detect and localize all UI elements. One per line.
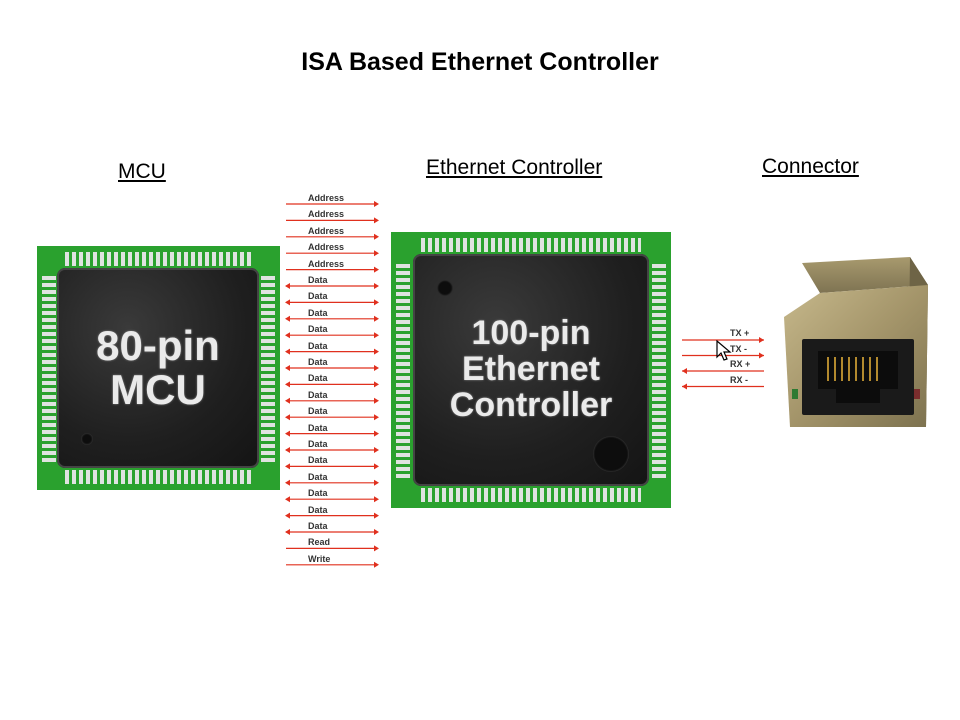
rj45-connector-image bbox=[784, 257, 928, 427]
arrowhead-right-icon bbox=[374, 430, 379, 437]
isa-signal-label: Write bbox=[308, 553, 331, 564]
eth-mold-mark bbox=[593, 436, 629, 472]
arrowhead-left-icon bbox=[285, 332, 290, 339]
arrowhead-right-icon bbox=[374, 217, 379, 224]
connector-signal-label: RX + bbox=[730, 359, 751, 369]
arrowhead-right-icon bbox=[374, 299, 379, 306]
mcu-chip-line1: 80-pin bbox=[96, 321, 220, 369]
arrowhead-right-icon bbox=[374, 365, 379, 371]
arrowhead-left-icon bbox=[285, 283, 290, 289]
arrowhead-right-icon bbox=[374, 315, 379, 322]
mcu-chip-line2: MCU bbox=[110, 366, 206, 413]
connector-signal-label: TX + bbox=[730, 328, 750, 338]
arrowhead-right-icon bbox=[374, 463, 379, 470]
arrowhead-right-icon bbox=[374, 250, 379, 257]
isa-signal-label: Data bbox=[308, 373, 328, 384]
arrowhead-right-icon bbox=[374, 529, 379, 535]
isa-bus-arrows bbox=[285, 201, 379, 568]
mouse-cursor-icon bbox=[716, 340, 732, 361]
arrowhead-left-icon bbox=[285, 479, 290, 486]
eth-left-pins bbox=[396, 264, 410, 478]
arrowhead-right-icon bbox=[374, 201, 379, 207]
isa-signal-label: Data bbox=[308, 324, 328, 335]
arrowhead-left-icon bbox=[285, 447, 290, 453]
isa-signal-label: Data bbox=[308, 455, 328, 466]
isa-signal-label: Data bbox=[308, 521, 328, 531]
arrowhead-left-icon bbox=[285, 381, 290, 388]
mcu-label: MCU bbox=[118, 160, 166, 183]
isa-signal-label: Data bbox=[308, 357, 328, 367]
isa-signal-label: Data bbox=[308, 471, 328, 482]
isa-signal-label: Address bbox=[308, 209, 345, 220]
arrowhead-right-icon bbox=[759, 352, 764, 359]
arrowhead-right-icon bbox=[374, 348, 379, 355]
isa-signal-label: Data bbox=[308, 275, 328, 285]
mcu-pin1-dot bbox=[81, 433, 93, 445]
isa-signal-label: Data bbox=[308, 422, 328, 433]
isa-signal-label: Address bbox=[308, 242, 345, 253]
eth-chip-line2: Ethernet bbox=[462, 350, 600, 389]
connector-label: Connector bbox=[762, 155, 859, 178]
arrowhead-right-icon bbox=[374, 266, 379, 273]
arrowhead-right-icon bbox=[374, 381, 379, 388]
connector-signal-label: RX - bbox=[730, 374, 748, 385]
isa-signal-label: Data bbox=[308, 307, 328, 318]
ethernet-controller-chip-image: 100-pin Ethernet Controller bbox=[391, 232, 671, 508]
isa-signal-label: Data bbox=[308, 488, 328, 499]
eth-pin1-dot bbox=[437, 280, 453, 296]
arrowhead-right-icon bbox=[374, 545, 379, 552]
isa-signal-label: Data bbox=[308, 504, 328, 515]
arrowhead-left-icon bbox=[682, 383, 687, 390]
eth-top-pins bbox=[421, 238, 641, 252]
arrowhead-right-icon bbox=[374, 283, 379, 289]
arrowhead-left-icon bbox=[285, 512, 290, 519]
mcu-right-pins bbox=[261, 276, 275, 462]
arrowhead-left-icon bbox=[285, 348, 290, 355]
isa-signal-label: Data bbox=[308, 439, 328, 449]
arrowhead-right-icon bbox=[374, 496, 379, 503]
arrowhead-right-icon bbox=[374, 414, 379, 421]
arrowhead-left-icon bbox=[285, 414, 290, 421]
arrowhead-left-icon bbox=[285, 529, 290, 535]
eth-chip-line3: Controller bbox=[449, 385, 613, 424]
arrowhead-left-icon bbox=[682, 368, 687, 374]
arrowhead-left-icon bbox=[285, 463, 290, 470]
isa-signal-label: Data bbox=[308, 291, 328, 302]
page-title: ISA Based Ethernet Controller bbox=[301, 48, 659, 76]
arrowhead-right-icon bbox=[374, 479, 379, 486]
isa-signal-label: Data bbox=[308, 406, 328, 417]
arrowhead-left-icon bbox=[285, 299, 290, 306]
mcu-chip: 80-pin MCU bbox=[57, 268, 259, 468]
ethernet-controller-label: Ethernet Controller bbox=[426, 156, 603, 179]
isa-signal-label: Read bbox=[308, 537, 331, 548]
eth-bottom-pins bbox=[421, 488, 641, 502]
mcu-bottom-pins bbox=[65, 470, 252, 484]
arrowhead-right-icon bbox=[759, 337, 764, 343]
arrowhead-right-icon bbox=[374, 332, 379, 339]
arrowhead-right-icon bbox=[374, 561, 379, 568]
isa-signal-label: Data bbox=[308, 389, 328, 400]
arrowhead-left-icon bbox=[285, 430, 290, 437]
isa-signal-label: Address bbox=[308, 225, 345, 236]
arrowhead-left-icon bbox=[285, 496, 290, 503]
isa-signal-label: Address bbox=[308, 258, 345, 269]
ethernet-controller-chip: 100-pin Ethernet Controller bbox=[413, 254, 649, 486]
arrowhead-left-icon bbox=[285, 397, 290, 404]
arrowhead-right-icon bbox=[374, 512, 379, 519]
isa-signal-label: Data bbox=[308, 340, 328, 351]
arrowhead-left-icon bbox=[285, 365, 290, 371]
arrowhead-left-icon bbox=[285, 315, 290, 322]
eth-right-pins bbox=[652, 264, 666, 478]
arrowhead-right-icon bbox=[374, 447, 379, 453]
connector-signal-label: TX - bbox=[730, 343, 747, 354]
arrowhead-right-icon bbox=[374, 233, 379, 240]
arrowhead-right-icon bbox=[374, 397, 379, 404]
mcu-left-pins bbox=[42, 276, 56, 462]
mcu-chip-image: 80-pin MCU bbox=[37, 246, 280, 490]
isa-signal-label: Address bbox=[308, 193, 345, 203]
eth-chip-line1: 100-pin bbox=[471, 314, 591, 353]
mcu-top-pins bbox=[65, 252, 252, 266]
